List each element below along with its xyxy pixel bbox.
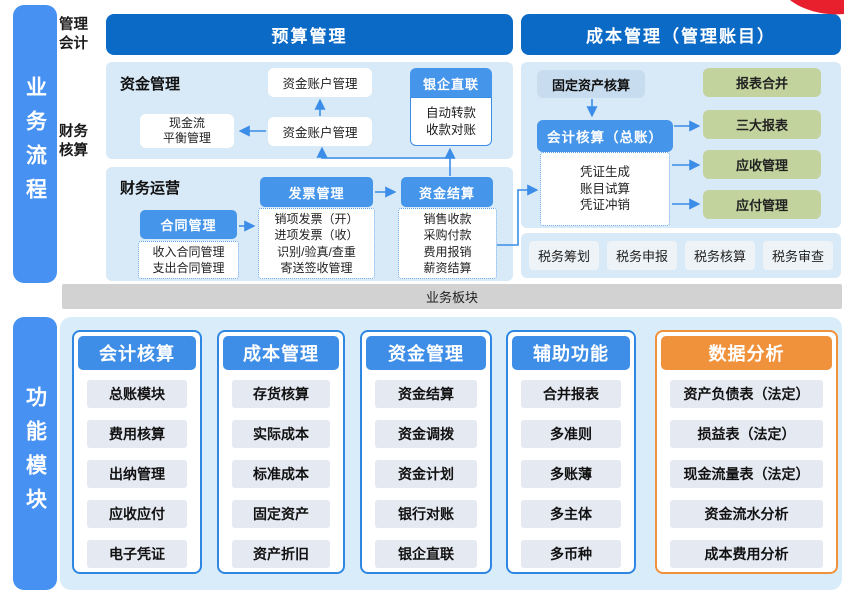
- fixed-asset-accounting-box: 固定资产核算: [537, 70, 645, 98]
- invoice-item-1: 销项发票（开）: [274, 211, 359, 226]
- module-item: 银行对账: [375, 500, 477, 528]
- module-item: 损益表（法定）: [670, 420, 823, 448]
- tax-audit-box: 税务审查: [763, 241, 833, 270]
- module-item: 成本费用分析: [670, 540, 823, 568]
- cashflow-balance-box: 现金流 平衡管理: [140, 114, 234, 148]
- column-items: 存货核算 实际成本 标准成本 固定资产 资产折旧: [223, 370, 339, 568]
- module-item: 资产折旧: [232, 540, 330, 568]
- module-item: 固定资产: [232, 500, 330, 528]
- invoice-item-4: 寄送签收管理: [280, 261, 353, 275]
- invoice-item-3: 识别/验真/查重: [277, 244, 356, 259]
- module-column-cost: 成本管理 存货核算 实际成本 标准成本 固定资产 资产折旧: [217, 330, 345, 574]
- column-items: 合并报表 多准则 多账薄 多主体 多币种: [512, 370, 630, 568]
- module-item: 多币种: [521, 540, 621, 568]
- three-statements-box: 三大报表: [703, 110, 821, 139]
- row-label-management-accounting: 管理会计: [59, 17, 88, 52]
- module-item: 银企直联: [375, 540, 477, 568]
- settle-item-3: 费用报销: [423, 244, 472, 259]
- fund-account-box-mid: 资金账户管理: [268, 117, 372, 146]
- column-header-cost: 成本管理: [223, 336, 339, 370]
- cashflow-line-2: 平衡管理: [162, 131, 211, 145]
- red-ribbon-decoration: [790, 0, 844, 15]
- bank-direct-link-body: 自动转款 收款对账: [410, 97, 492, 146]
- module-item: 标准成本: [232, 460, 330, 488]
- payables-box: 应付管理: [703, 190, 821, 219]
- tax-filing-box: 税务申报: [607, 241, 677, 270]
- contract-item-1: 收入合同管理: [152, 244, 225, 259]
- settle-item-4: 薪资结算: [423, 261, 472, 275]
- module-item: 存货核算: [232, 380, 330, 408]
- row-label-financial-accounting: 财务核算: [59, 124, 88, 159]
- module-item: 多主体: [521, 500, 621, 528]
- general-ledger-header: 会计核算（总账）: [537, 120, 673, 152]
- fund-settlement-header: 资金结算: [401, 177, 493, 207]
- bank-direct-link-header: 银企直联: [410, 68, 492, 98]
- column-items: 总账模块 费用核算 出纳管理 应收应付 电子凭证: [78, 370, 196, 568]
- business-flow-sidebar: 业务流程: [13, 5, 57, 283]
- module-item: 资金调拨: [375, 420, 477, 448]
- module-item: 出纳管理: [87, 460, 187, 488]
- module-column-accounting: 会计核算 总账模块 费用核算 出纳管理 应收应付 电子凭证: [72, 330, 202, 574]
- module-item: 多账薄: [521, 460, 621, 488]
- invoice-management-body: 销项发票（开） 进项发票（收） 识别/验真/查重 寄送签收管理: [258, 208, 375, 279]
- column-header-auxiliary: 辅助功能: [512, 336, 630, 370]
- module-column-auxiliary: 辅助功能 合并报表 多准则 多账薄 多主体 多币种: [506, 330, 636, 574]
- module-item: 资金计划: [375, 460, 477, 488]
- bank-line-2: 收款对账: [425, 122, 476, 137]
- budget-management-header: 预算管理: [106, 14, 513, 55]
- tax-accounting-box: 税务核算: [685, 241, 755, 270]
- column-header-fund: 资金管理: [366, 336, 486, 370]
- cashflow-line-1: 现金流: [168, 116, 205, 130]
- column-items: 资金结算 资金调拨 资金计划 银行对账 银企直联: [366, 370, 486, 568]
- ledger-item-2: 账目试算: [579, 181, 630, 196]
- module-column-fund: 资金管理 资金结算 资金调拨 资金计划 银行对账 银企直联: [360, 330, 492, 574]
- module-item: 电子凭证: [87, 540, 187, 568]
- cost-management-header: 成本管理（管理账目）: [521, 14, 841, 55]
- contract-item-2: 支出合同管理: [152, 261, 225, 275]
- module-item: 现金流量表（法定）: [670, 460, 823, 488]
- module-item: 资产负债表（法定）: [670, 380, 823, 408]
- function-modules-sidebar: 功能模块: [13, 317, 57, 590]
- column-header-accounting: 会计核算: [78, 336, 196, 370]
- module-item: 实际成本: [232, 420, 330, 448]
- ops-section-title: 财务运营: [120, 180, 181, 197]
- module-item: 资金流水分析: [670, 500, 823, 528]
- module-column-analysis: 数据分析 资产负债表（法定） 损益表（法定） 现金流量表（法定） 资金流水分析 …: [655, 330, 838, 574]
- settle-item-1: 销售收款: [423, 211, 472, 226]
- module-item: 费用核算: [87, 420, 187, 448]
- settle-item-2: 采购付款: [423, 228, 472, 242]
- business-sections-bar: 业务板块: [62, 284, 842, 309]
- module-item: 合并报表: [521, 380, 621, 408]
- ledger-item-3: 凭证冲销: [579, 198, 630, 213]
- contract-management-body: 收入合同管理 支出合同管理: [138, 241, 239, 279]
- module-item: 多准则: [521, 420, 621, 448]
- module-item: 总账模块: [87, 380, 187, 408]
- column-items: 资产负债表（法定） 损益表（法定） 现金流量表（法定） 资金流水分析 成本费用分…: [661, 370, 832, 568]
- ledger-item-1: 凭证生成: [579, 165, 630, 180]
- fund-section-title: 资金管理: [120, 76, 181, 93]
- fund-account-box-top: 资金账户管理: [268, 68, 372, 97]
- business-flow-sidebar-label: 业务流程: [23, 76, 47, 212]
- module-item: 资金结算: [375, 380, 477, 408]
- tax-planning-box: 税务筹划: [529, 241, 599, 270]
- contract-management-header: 合同管理: [140, 210, 237, 239]
- invoice-management-header: 发票管理: [260, 177, 373, 207]
- module-item: 应收应付: [87, 500, 187, 528]
- column-header-analysis: 数据分析: [661, 336, 832, 370]
- general-ledger-body: 凭证生成 账目试算 凭证冲销: [540, 152, 670, 226]
- receivables-box: 应收管理: [703, 150, 821, 179]
- function-modules-sidebar-label: 功能模块: [23, 385, 47, 522]
- report-merge-box: 报表合并: [703, 68, 821, 97]
- bank-line-1: 自动转款: [425, 105, 476, 120]
- invoice-item-2: 进项发票（收）: [274, 228, 359, 242]
- fund-settlement-body: 销售收款 采购付款 费用报销 薪资结算: [398, 208, 497, 279]
